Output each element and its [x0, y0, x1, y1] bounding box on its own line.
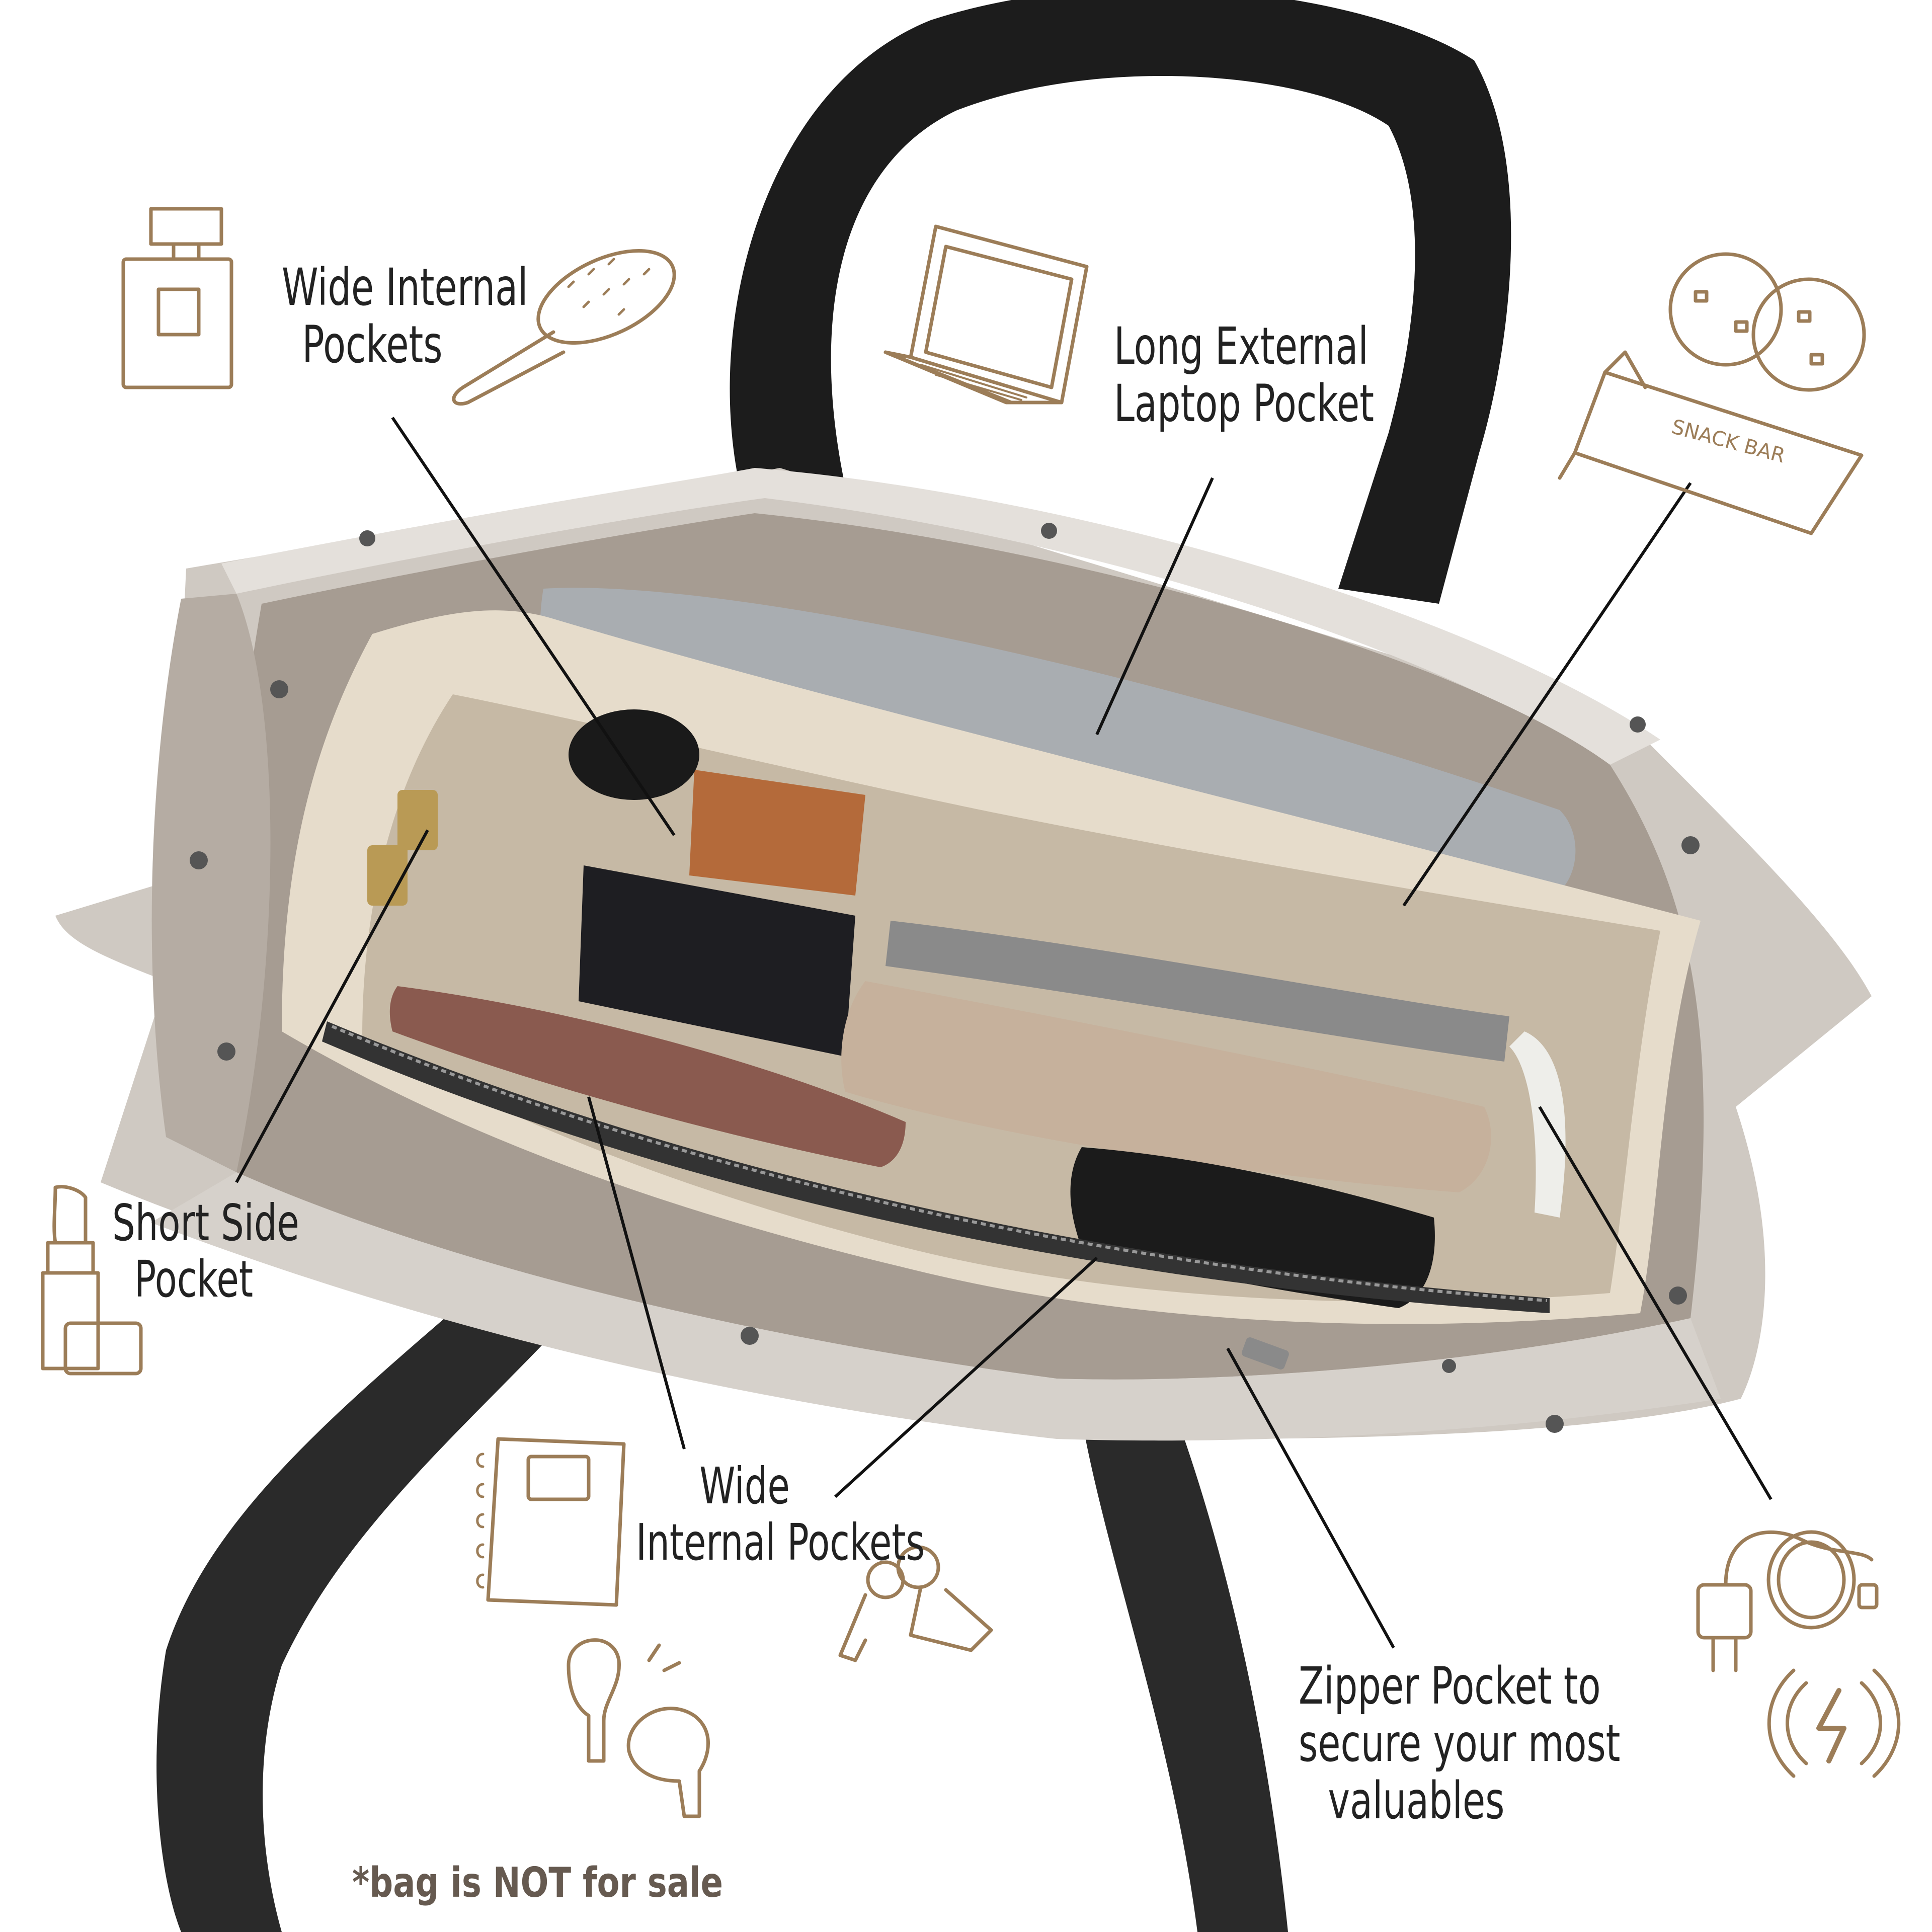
- hairbrush-icon: [452, 249, 676, 406]
- label-zipper-pocket: Zipper Pocket to secure your most valuab…: [1299, 1656, 1621, 1831]
- callout-lines: [235, 417, 1773, 1649]
- callout-line-short-side: [235, 829, 429, 1183]
- lipstick-icon: [41, 1185, 143, 1376]
- charger-icon: [1696, 1530, 1879, 1672]
- cookies-icon: [1668, 252, 1866, 392]
- snack-bar-icon: SNACK BAR: [1558, 350, 1864, 535]
- snack-bar-text: SNACK BAR: [1669, 415, 1787, 467]
- callout-line-wide-internal-top: [391, 417, 676, 836]
- bag-handle-bottom: [156, 1268, 1288, 1932]
- callout-line-wallet: [834, 1256, 1098, 1498]
- callout-line-charger: [1538, 1106, 1773, 1500]
- callout-line-laptop: [1095, 477, 1214, 736]
- tote-bag: [55, 468, 1872, 1441]
- label-long-external-laptop-pocket: Long External Laptop Pocket: [1114, 316, 1375, 434]
- wireless-charging-icon: [1767, 1668, 1901, 1778]
- notebook-icon: [476, 1437, 626, 1607]
- callout-line-snack: [1402, 482, 1692, 907]
- label-wide-internal-pockets-top: Wide Internal Pockets: [282, 258, 528, 375]
- label-wide-internal-pockets-bottom: Wide Internal Pockets: [636, 1457, 925, 1572]
- bag-handle-top: [730, 0, 1511, 604]
- keys-icon: [838, 1545, 993, 1662]
- label-short-side-pocket: Short Side Pocket: [112, 1193, 299, 1309]
- perfume-bottle-icon: [121, 207, 233, 389]
- laptop-icon: [883, 224, 1089, 405]
- disclaimer-text: *bag is NOT for sale: [352, 1859, 723, 1907]
- earbuds-icon: [567, 1638, 710, 1818]
- callout-line-zipper: [1226, 1347, 1395, 1649]
- callout-line-wide-internal-bottom: [587, 1096, 686, 1450]
